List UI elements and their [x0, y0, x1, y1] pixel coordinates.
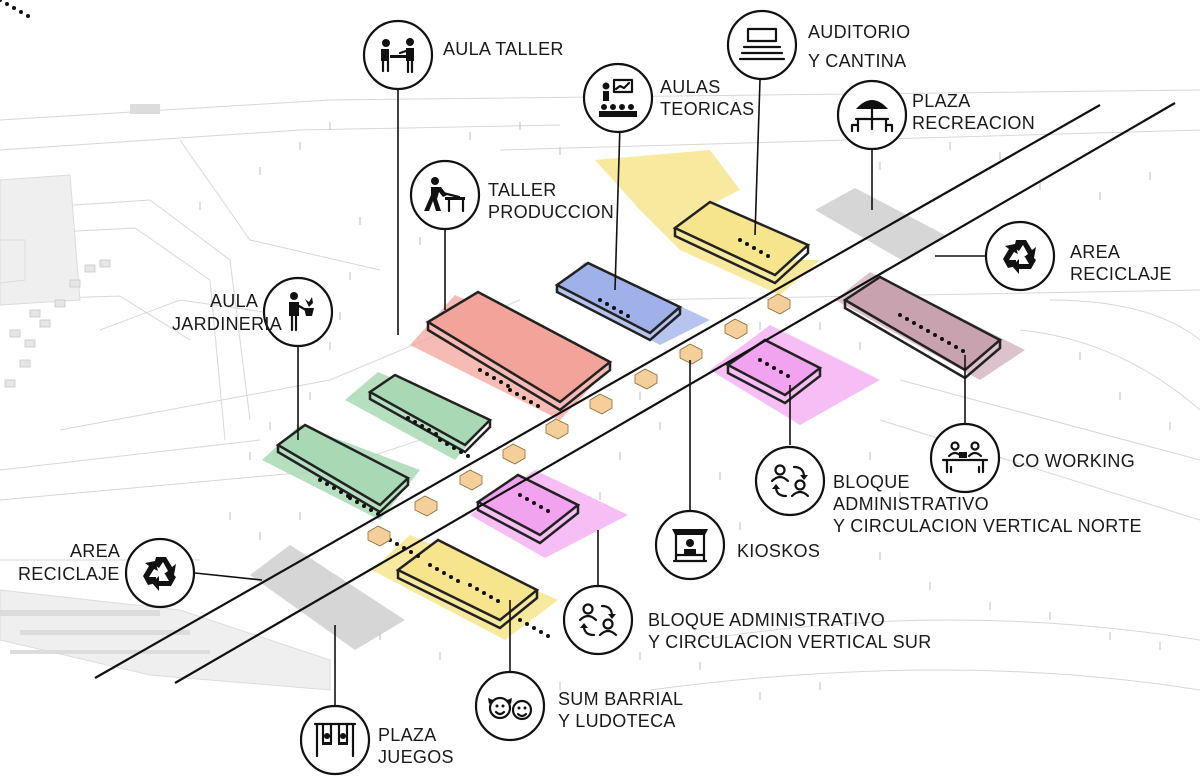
label-bloque-sur-2: Y CIRCULACION VERTICAL SUR — [648, 632, 932, 652]
label-aula-taller: AULA TALLER — [443, 39, 564, 59]
dotted-paths — [0, 0, 965, 638]
badge-plaza-juegos[interactable]: PLAZA JUEGOS — [299, 704, 454, 776]
badge-sum-barrial[interactable]: SUM BARRIAL Y LUDOTECA — [474, 670, 683, 742]
badge-aula-jardineria[interactable]: AULA JARDINERIA — [172, 276, 334, 348]
zone-gray-south — [250, 545, 405, 650]
auditorium-icon — [738, 27, 786, 61]
zones — [250, 150, 1025, 650]
label-taller-produccion-1: TALLER — [488, 180, 557, 200]
label-kioskos: KIOSKOS — [737, 541, 820, 561]
label-auditorio-1: AUDITORIO — [808, 22, 910, 42]
sawing-worker-icon — [424, 177, 465, 213]
label-area-reciclaje-norte-2: RECICLAJE — [1070, 264, 1172, 284]
label-sum-barrial-2: Y LUDOTECA — [558, 711, 676, 731]
label-bloque-norte-3: Y CIRCULACION VERTICAL NORTE — [833, 516, 1142, 536]
label-aula-jardineria-2: JARDINERIA — [172, 314, 282, 334]
badge-plaza-recreacion[interactable]: PLAZA RECREACION — [836, 79, 1035, 151]
workshop-class-icon — [381, 38, 414, 74]
leader-lines — [194, 79, 985, 705]
gardening-icon — [289, 292, 314, 332]
badge-area-reciclaje-sur[interactable]: AREA RECICLAJE — [18, 537, 196, 609]
label-plaza-recreacion-2: RECREACION — [912, 113, 1035, 133]
badge-bloque-norte[interactable]: BLOQUE ADMINISTRATIVO Y CIRCULACION VERT… — [754, 445, 1142, 536]
badge-kioskos[interactable]: KIOSKOS — [654, 509, 820, 581]
label-auditorio-2: Y CANTINA — [808, 51, 906, 71]
label-area-reciclaje-norte-1: AREA — [1070, 242, 1120, 262]
swings-icon — [313, 722, 357, 758]
main-axis — [94, 102, 1176, 684]
badge-co-working[interactable]: CO WORKING — [929, 422, 1135, 494]
kiosks — [367, 293, 791, 547]
label-bloque-norte-2: ADMINISTRATIVO — [833, 494, 989, 514]
zone-gray-north — [815, 188, 945, 262]
badge-aulas-teoricas[interactable]: AULAS TEORICAS — [582, 62, 754, 134]
label-taller-produccion-2: PRODUCCION — [488, 202, 614, 222]
label-plaza-juegos-1: PLAZA — [378, 725, 437, 745]
coworking-icon — [941, 441, 989, 474]
buildings — [275, 200, 1003, 630]
lecture-class-icon — [599, 78, 637, 117]
badge-bloque-sur[interactable]: BLOQUE ADMINISTRATIVO Y CIRCULACION VERT… — [562, 584, 932, 656]
context-background — [0, 89, 1200, 700]
badge-auditorio[interactable]: AUDITORIO Y CANTINA — [726, 9, 910, 81]
label-aulas-teoricas-1: AULAS — [660, 77, 721, 97]
label-area-reciclaje-sur-1: AREA — [70, 541, 120, 561]
building-coworking — [842, 275, 1003, 372]
label-plaza-juegos-2: JUEGOS — [378, 747, 454, 767]
picnic-umbrella-icon — [850, 100, 894, 133]
label-aula-jardineria-1: AULA — [210, 291, 258, 311]
label-area-reciclaje-sur-2: RECICLAJE — [18, 564, 120, 584]
label-bloque-norte-1: BLOQUE — [833, 472, 910, 492]
kiosk-icon — [672, 529, 708, 563]
children-faces-icon — [488, 696, 533, 721]
label-sum-barrial-1: SUM BARRIAL — [558, 689, 683, 709]
label-co-working: CO WORKING — [1012, 451, 1135, 471]
badge-area-reciclaje-norte[interactable]: AREA RECICLAJE — [984, 220, 1172, 292]
badge-aula-taller[interactable]: AULA TALLER — [362, 19, 564, 91]
badge-taller-produccion[interactable]: TALLER PRODUCCION — [409, 159, 614, 231]
label-bloque-sur-1: BLOQUE ADMINISTRATIVO — [648, 610, 885, 630]
label-plaza-recreacion-1: PLAZA — [912, 91, 971, 111]
label-aulas-teoricas-2: TEORICAS — [660, 99, 754, 119]
